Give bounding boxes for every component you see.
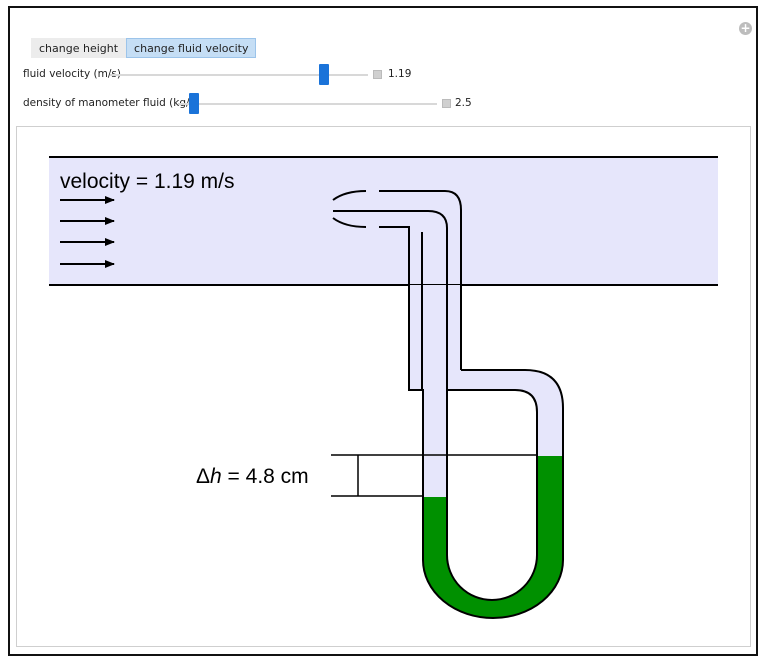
density-slider-label: density of manometer fluid (kg/L) (23, 97, 200, 109)
tab-change-fluid-velocity[interactable]: change fluid velocity (126, 38, 257, 58)
pipe-fluid (49, 157, 718, 285)
density-value: 2.5 (455, 97, 472, 109)
velocity-label: velocity = 1.19 m/s (60, 170, 235, 193)
tube-outlines (332, 190, 564, 619)
density-slider-track[interactable] (178, 103, 437, 105)
delta-h-indicator (331, 454, 537, 497)
velocity-value: 1.19 (388, 68, 412, 80)
flow-arrows (60, 196, 115, 268)
density-slider-thumb[interactable] (188, 93, 199, 114)
plus-square-icon[interactable] (373, 70, 382, 79)
manometer-fluid (423, 456, 563, 618)
velocity-slider-thumb[interactable] (319, 64, 330, 85)
plus-circle-icon[interactable]: + (739, 21, 752, 35)
velocity-slider-label: fluid velocity (m/s) (23, 68, 121, 80)
plus-square-icon[interactable] (442, 99, 451, 108)
mode-tabs: change height change fluid velocity (31, 38, 257, 58)
tab-change-height[interactable]: change height (31, 38, 127, 58)
velocity-slider-track[interactable] (110, 74, 368, 76)
delta-h-label: Δh = 4.8 cm (196, 465, 309, 488)
tube-fill (409, 285, 563, 497)
